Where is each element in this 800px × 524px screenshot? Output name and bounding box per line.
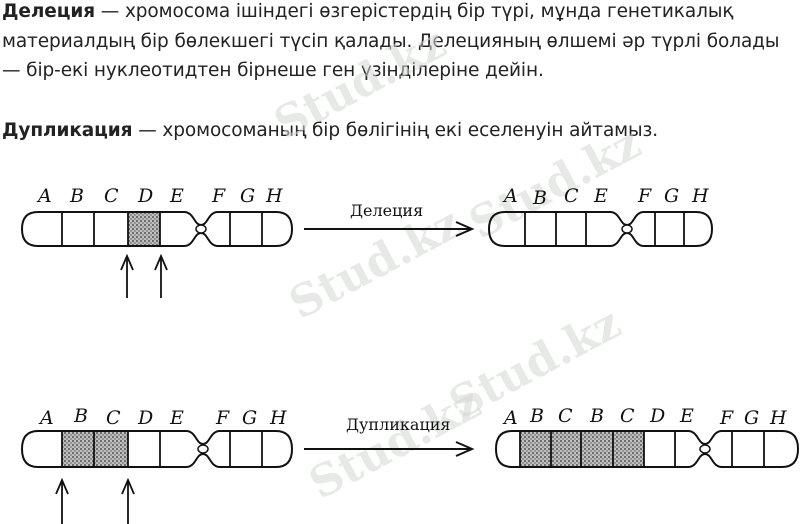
- label-E: E: [169, 407, 184, 429]
- chromosome-deletion-before: [20, 211, 294, 247]
- duplicated-segment-BC: [62, 431, 128, 467]
- label-D: D: [137, 407, 153, 429]
- label-F: F: [637, 185, 652, 207]
- label-H: H: [265, 185, 283, 207]
- label-H: H: [269, 407, 287, 429]
- deletion-text: — хромосома ішіндегі өзгерістердің бір т…: [2, 1, 780, 81]
- label-B: B: [69, 185, 84, 207]
- label-E: E: [593, 185, 608, 207]
- deletion-arrow-label: Делеция: [350, 201, 423, 220]
- duplication-text: — хромосоманың бір бөлігінің екі еселену…: [132, 120, 659, 141]
- label-F: F: [215, 407, 230, 429]
- duplicated-segment-BCBC: [520, 431, 644, 467]
- label-G: G: [242, 407, 257, 429]
- duplication-arrow: Дупликация: [304, 415, 475, 457]
- label-E: E: [169, 185, 184, 207]
- deletion-term: Делеция: [2, 1, 95, 22]
- labels-deletion-before: A B C D E F G H: [36, 185, 283, 207]
- label-B: B: [529, 405, 544, 427]
- label-F: F: [719, 407, 734, 429]
- label-E: E: [679, 405, 694, 427]
- label-A: A: [502, 407, 518, 429]
- duplication-term: Дупликация: [2, 120, 133, 141]
- label-D: D: [649, 405, 665, 427]
- label-G: G: [664, 185, 679, 207]
- label-G: G: [240, 185, 255, 207]
- duplication-definition: Дупликация — хромосоманың бір бөлігінің …: [2, 116, 794, 146]
- chromosome-deletion-after: [487, 211, 714, 247]
- deletion-arrow: Делеция: [304, 201, 475, 237]
- chromosome-duplication-before: [20, 430, 294, 468]
- label-F: F: [211, 185, 226, 207]
- label-C: C: [104, 185, 119, 207]
- labels-duplication-after: A B C B C D E F G H: [502, 405, 787, 429]
- duplication-arrow-label: Дупликация: [346, 415, 451, 434]
- break-point-arrows-deletion: [120, 253, 168, 298]
- deletion-definition: Делеция — хромосома ішіндегі өзгерістерд…: [2, 0, 794, 86]
- label-A: A: [38, 407, 54, 429]
- label-C: C: [620, 405, 635, 427]
- label-H: H: [769, 407, 787, 429]
- deleted-segment-D: [128, 212, 160, 246]
- labels-duplication-before: A B C D E F G H: [38, 405, 287, 429]
- break-point-arrows-duplication: [55, 477, 135, 524]
- label-B: B: [589, 405, 604, 427]
- label-D: D: [137, 185, 153, 207]
- label-G: G: [744, 407, 759, 429]
- labels-deletion-after: A B C E F G H: [502, 185, 709, 209]
- watermark-text-1: Stud.kz: [266, 18, 454, 150]
- label-B: B: [532, 187, 547, 209]
- label-A: A: [36, 185, 52, 207]
- label-H: H: [691, 185, 709, 207]
- label-C: C: [106, 407, 121, 429]
- chromosome-duplication-after: [494, 430, 800, 468]
- label-C: C: [564, 185, 579, 207]
- label-B: B: [73, 405, 88, 427]
- label-C: C: [558, 405, 573, 427]
- label-A: A: [502, 185, 518, 207]
